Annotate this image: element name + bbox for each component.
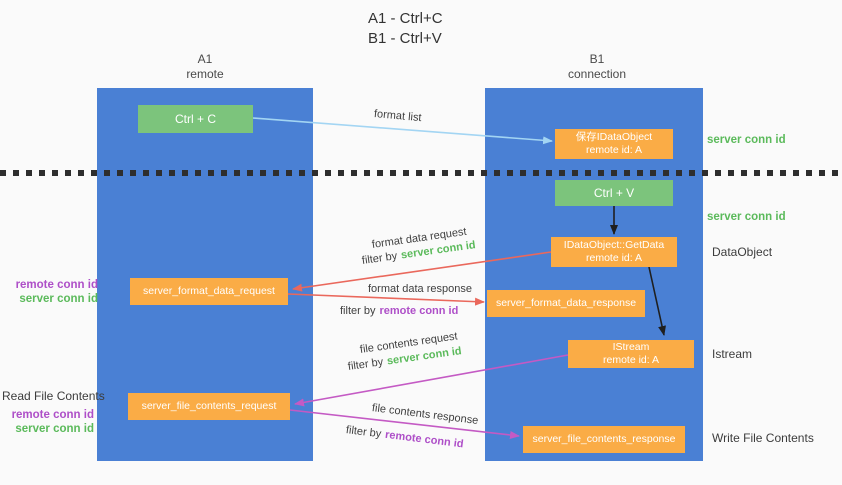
lifeline-a1-role: remote — [186, 67, 224, 81]
node-server-format-data-response-label: server_format_data_response — [495, 297, 637, 309]
node-istream-line2: remote id: A — [602, 354, 660, 366]
lifeline-b1-role: connection — [567, 67, 627, 81]
node-save-idataobject-line1: 保存IDataObject — [575, 131, 653, 143]
lifeline-a1-name: A1 — [197, 52, 213, 66]
side-label-server-conn-id-mid: server conn id — [707, 211, 786, 223]
node-server-file-contents-response: server_file_contents_response — [523, 426, 685, 453]
edge-label-format-list: format list — [373, 108, 423, 125]
side-label-write-file-contents: Write File Contents — [712, 431, 814, 445]
title-line-2: B1 - Ctrl+V — [368, 30, 442, 47]
node-idataobject-getdata-line1: IDataObject::GetData — [563, 239, 665, 251]
node-istream-line1: IStream — [612, 341, 650, 353]
node-istream: IStream remote id: A — [568, 340, 694, 368]
node-server-file-contents-response-label: server_file_contents_response — [532, 433, 676, 445]
lifeline-header-b1: B1 connection — [542, 52, 652, 82]
node-idataobject-getdata: IDataObject::GetData remote id: A — [551, 237, 677, 267]
node-ctrl-v-label: Ctrl + V — [593, 186, 635, 200]
lifeline-b1-name: B1 — [589, 52, 605, 66]
server-conn-id-text: server conn id — [15, 423, 94, 435]
node-save-idataobject: 保存IDataObject remote id: A — [555, 129, 673, 159]
diagram-title: A1 - Ctrl+C B1 - Ctrl+V — [368, 9, 443, 49]
side-label-server-conn-id-top: server conn id — [707, 134, 786, 146]
side-label-file-conn-ids: remote conn id server conn id — [8, 408, 94, 436]
node-save-idataobject-line2: remote id: A — [585, 144, 643, 156]
filter-by-text: filter by — [345, 424, 382, 441]
title-line-1: A1 - Ctrl+C — [368, 10, 443, 27]
filter-by-text: filter by — [361, 250, 398, 267]
server-conn-id-text: server conn id — [19, 293, 98, 305]
node-ctrl-v: Ctrl + V — [555, 180, 673, 206]
node-ctrl-c: Ctrl + C — [138, 105, 253, 133]
remote-conn-id-text: remote conn id — [379, 305, 459, 317]
lifeline-header-a1: A1 remote — [150, 52, 260, 82]
remote-conn-id-text: remote conn id — [15, 279, 98, 291]
edge-label-file-contents-response: file contents response — [371, 402, 479, 427]
filter-by-text: filter by — [340, 305, 376, 317]
node-server-format-data-request: server_format_data_request — [130, 278, 288, 305]
side-label-istream: Istream — [712, 347, 753, 361]
node-server-file-contents-request: server_file_contents_request — [128, 393, 290, 420]
filter-by-text: filter by — [347, 356, 384, 373]
side-label-read-file-contents: Read File Contents — [2, 389, 105, 403]
node-server-format-data-response: server_format_data_response — [487, 290, 645, 317]
node-server-format-data-request-label: server_format_data_request — [143, 285, 275, 297]
node-server-file-contents-request-label: server_file_contents_request — [141, 400, 277, 412]
remote-conn-id-text: remote conn id — [11, 409, 94, 421]
side-label-dataobject: DataObject — [712, 245, 773, 259]
edge-label-format-data-response: format data response — [368, 283, 472, 295]
remote-conn-id-text: remote conn id — [384, 428, 465, 451]
node-ctrl-c-label: Ctrl + C — [174, 112, 216, 126]
node-idataobject-getdata-line2: remote id: A — [585, 252, 643, 264]
format-data-response-arrow — [287, 293, 485, 306]
copy-paste-divider-line — [0, 170, 842, 176]
side-label-format-conn-ids: remote conn id server conn id — [8, 278, 98, 306]
